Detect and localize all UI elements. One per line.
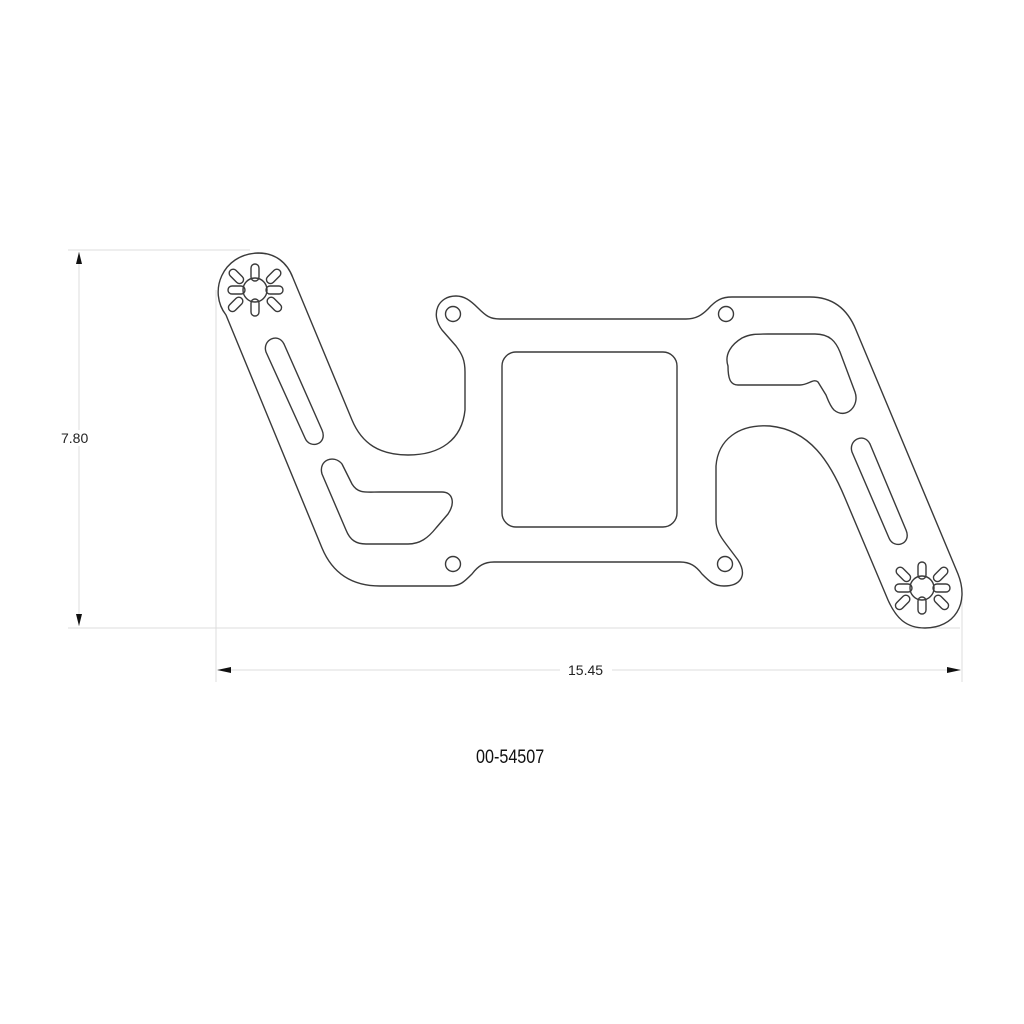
height-dimension-label: 7.80 [58,430,92,446]
dimension-arrows [76,252,961,673]
arrow-right-icon [947,667,961,673]
arrow-down-icon [76,614,82,626]
relief-cutout [726,333,857,415]
bolt-hole [716,555,734,573]
bolt-hole [444,305,462,323]
adjustment-slot [264,337,324,446]
width-dimension-label: 15.45 [565,662,607,678]
outer-contour [217,252,963,629]
part-number: 00-54507 [476,747,545,768]
arrow-up-icon [76,252,82,264]
sunburst-pattern-right [894,561,951,615]
center-port [501,351,678,528]
bolt-hole [444,555,462,573]
arrow-left-icon [217,667,231,673]
bolt-hole [717,305,735,323]
adjustment-slot [850,437,908,546]
relief-cutout [320,458,453,545]
bracket-outline [217,252,963,629]
dimension-lines [68,249,963,682]
sunburst-pattern-left [227,263,284,317]
